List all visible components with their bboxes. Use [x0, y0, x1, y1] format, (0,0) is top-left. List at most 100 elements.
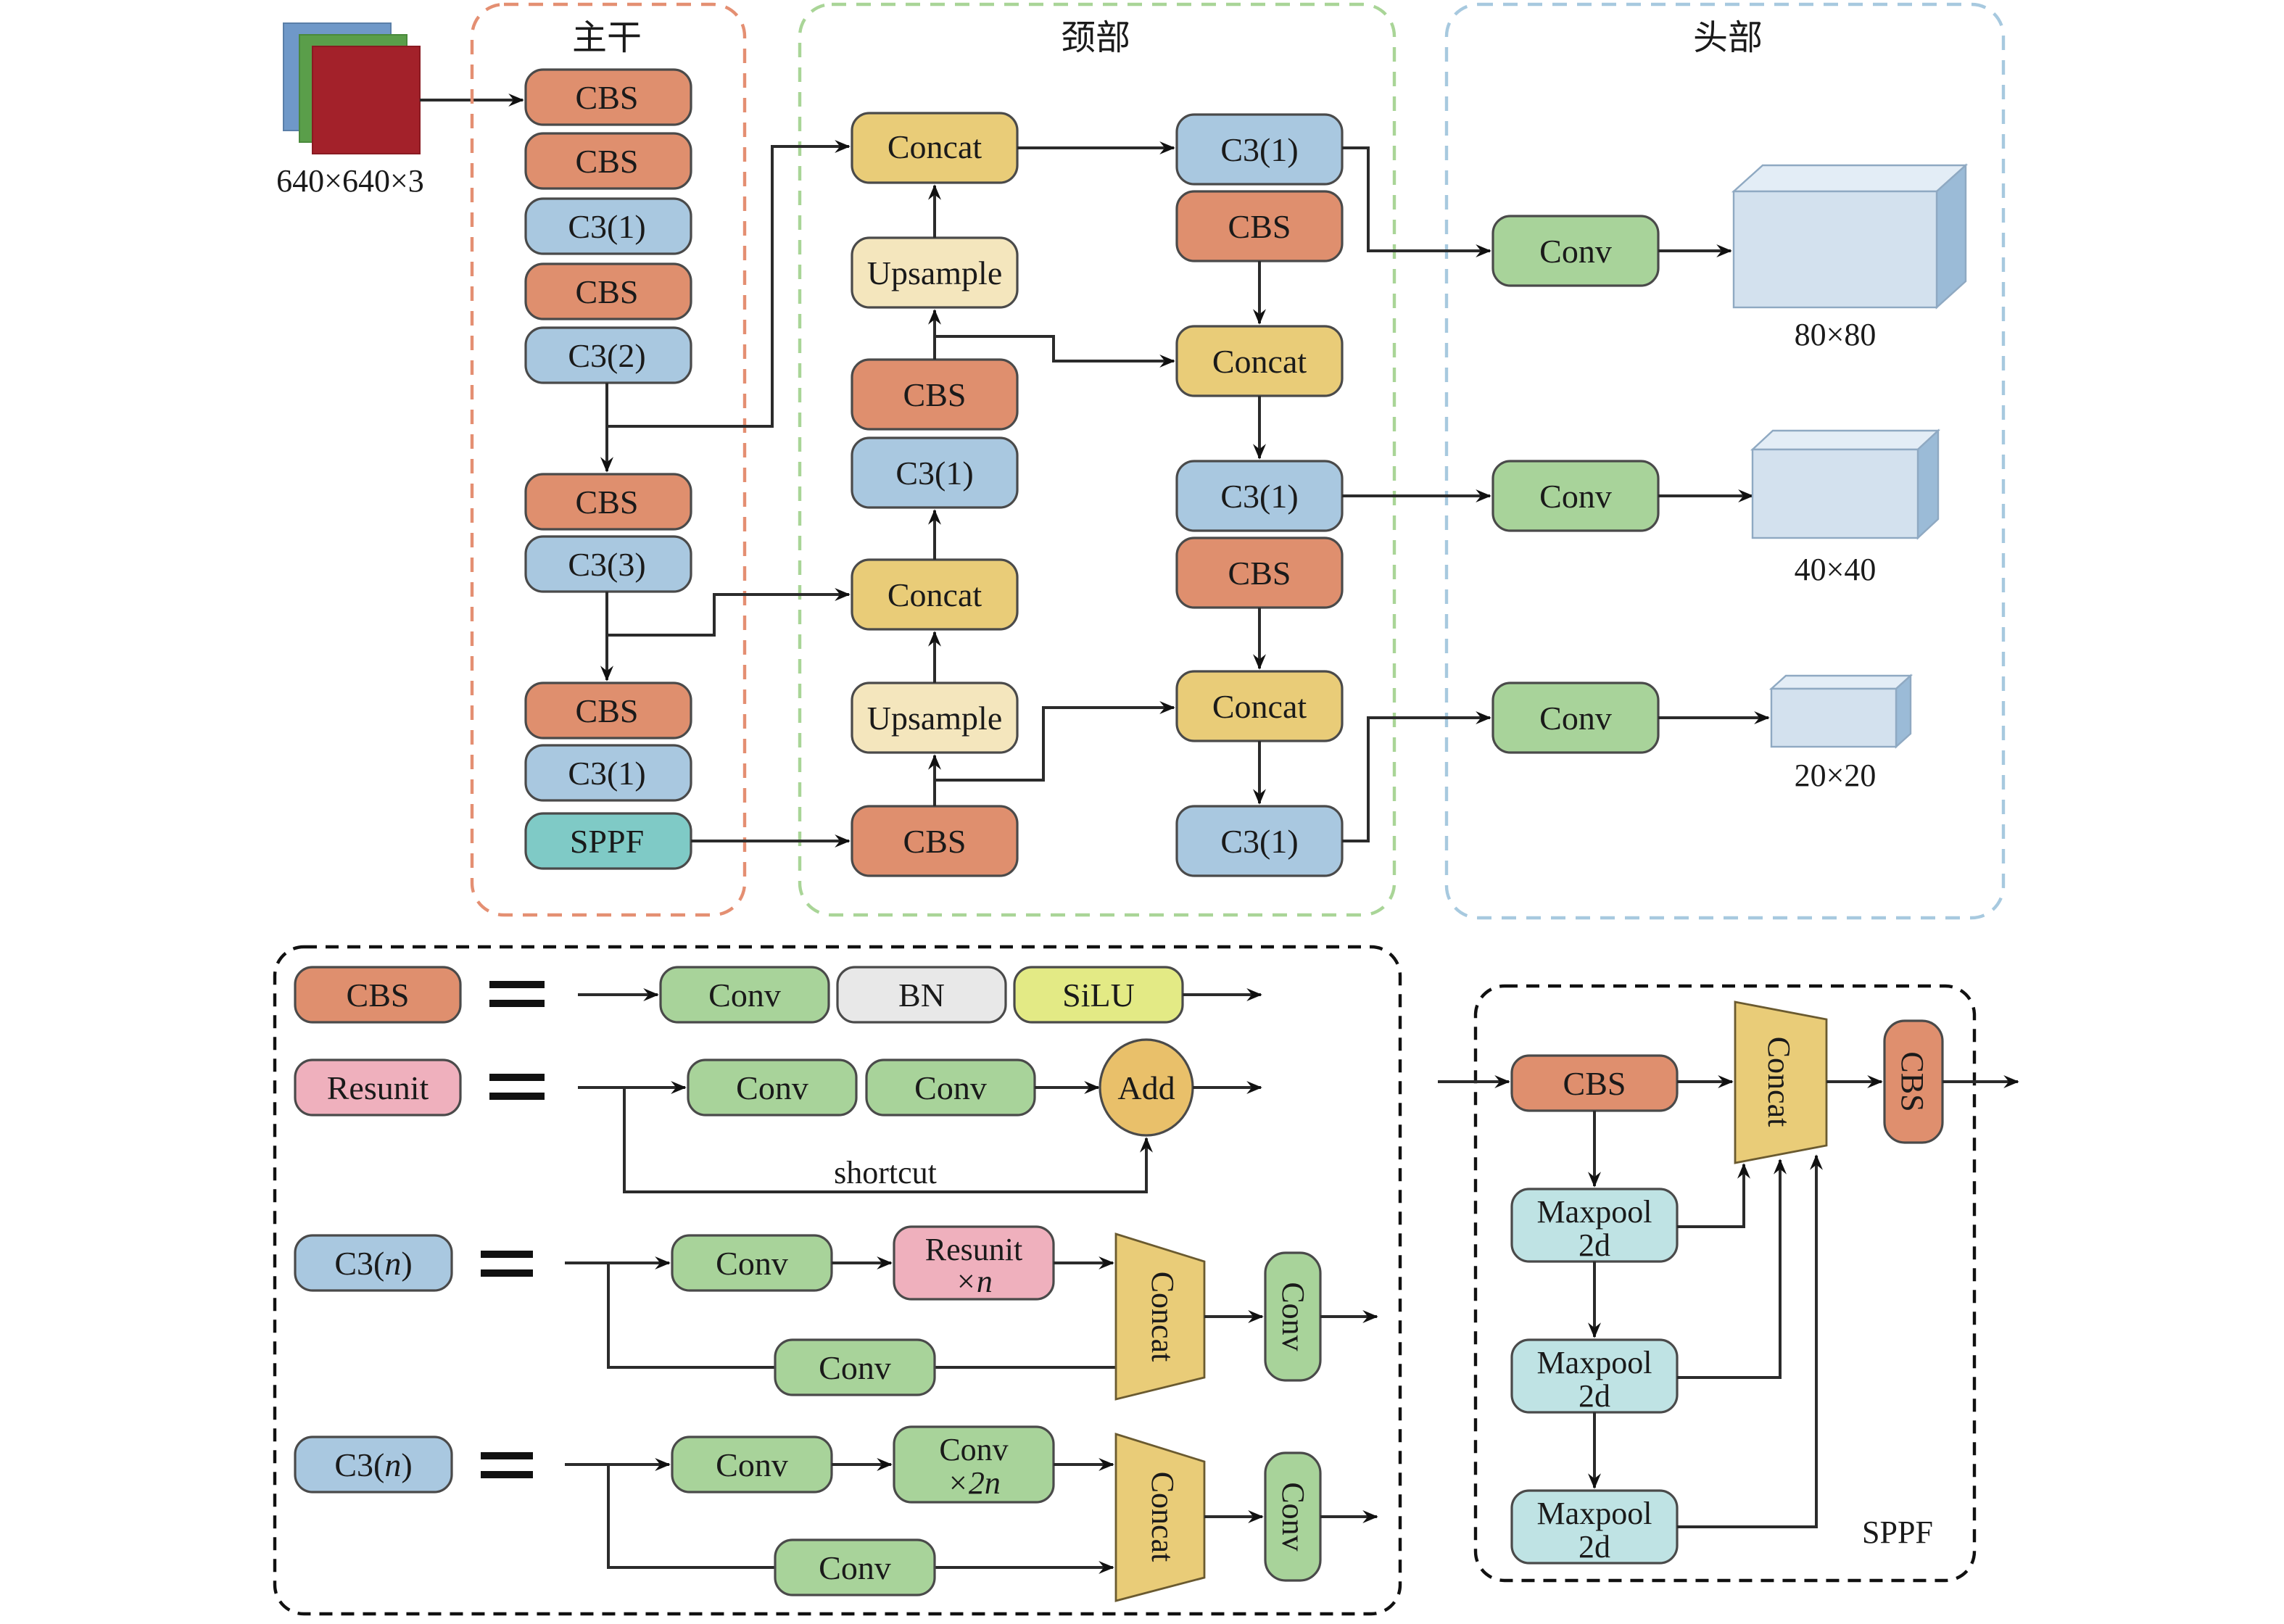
skip-c3-3-to-concat-mid: [607, 588, 851, 637]
svg-text:C3(1): C3(1): [568, 208, 645, 245]
svg-text:Concat: Concat: [1212, 343, 1307, 380]
svg-text:Resunit: Resunit: [327, 1069, 429, 1106]
output-tensor-80-icon: [1731, 163, 1969, 310]
svg-text:CBS: CBS: [576, 692, 639, 729]
head-conv-1: Conv: [1491, 215, 1660, 287]
head-frame: [1444, 2, 2006, 920]
neck-cbs-1: CBS: [851, 358, 1019, 431]
backbone-block-cbs-3: CBS: [524, 262, 692, 320]
svg-text:2d: 2d: [1578, 1529, 1610, 1565]
sppf-frame: [1473, 984, 1977, 1583]
output-tensor-40-icon: [1750, 428, 1941, 540]
sppf-concat-trapezoid: Concat: [1734, 1000, 1828, 1164]
svg-text:Concat: Concat: [1761, 1037, 1797, 1127]
svg-text:Maxpool: Maxpool: [1537, 1345, 1652, 1380]
shortcut-path: [623, 1088, 1153, 1193]
legend-resunit-conv-2: Conv: [865, 1058, 1036, 1116]
shortcut-label: shortcut: [834, 1155, 937, 1190]
backbone-block-c3-3: C3(3): [524, 535, 692, 593]
legend-cbs-bn: BN: [836, 966, 1007, 1024]
svg-text:CBS: CBS: [576, 79, 639, 116]
legend-cbs-conv: Conv: [659, 966, 830, 1024]
svg-text:Concat: Concat: [1145, 1272, 1180, 1362]
svg-text:C3(1): C3(1): [1220, 823, 1298, 860]
svg-text:2d: 2d: [1578, 1378, 1610, 1414]
neck-concat-1: Concat: [851, 112, 1019, 184]
svg-text:CBS: CBS: [1895, 1051, 1930, 1111]
neck-right-c3-3: C3(1): [1175, 805, 1344, 877]
legend-cbs-block: CBS: [294, 966, 462, 1024]
backbone-column: CBS CBS C3(1) CBS C3(2) CBS C3(3) CBS C3…: [524, 68, 692, 870]
svg-text:SiLU: SiLU: [1062, 977, 1135, 1014]
legend-cbs-row: CBS Conv BN SiLU: [294, 966, 1262, 1024]
legend-c3-resunit-xn: Resunit×n: [893, 1225, 1055, 1301]
sppf-cbs-out: CBS: [1883, 1019, 1944, 1144]
svg-text:Conv: Conv: [1539, 478, 1612, 515]
svg-text:Upsample: Upsample: [867, 254, 1003, 291]
svg-text:C3(1): C3(1): [1220, 478, 1298, 515]
svg-text:CBS: CBS: [576, 273, 639, 310]
svg-text:C3(1): C3(1): [1220, 131, 1298, 168]
backbone-block-cbs-1: CBS: [524, 68, 692, 126]
legend-c3b-conv-bottom: Conv: [774, 1538, 936, 1596]
neck-concat-2: Concat: [851, 558, 1019, 631]
head-conv-3: Conv: [1491, 682, 1660, 754]
neck-right-concat-1: Concat: [1175, 325, 1344, 397]
svg-text:CBS: CBS: [903, 376, 967, 413]
legend-resunit-conv-1: Conv: [687, 1058, 858, 1116]
output-size-20: 20×20: [1795, 758, 1877, 793]
svg-text:Concat: Concat: [1212, 688, 1307, 725]
svg-text:CBS: CBS: [347, 977, 410, 1014]
svg-text:×n: ×n: [955, 1264, 993, 1299]
legend-c3n-block: C3(n): [294, 1234, 453, 1292]
neck-cbs-2: CBS: [851, 805, 1019, 877]
legend-c3b-concat-trapezoid: Concat: [1114, 1433, 1206, 1602]
sppf-cbs-in: CBS: [1510, 1054, 1679, 1112]
backbone-block-c3-2: C3(2): [524, 326, 692, 384]
svg-text:Conv: Conv: [716, 1446, 788, 1483]
neck-upsample-1: Upsample: [851, 236, 1019, 309]
output-tensor-20-icon: [1768, 674, 1913, 749]
legend-c3-conv-row: C3(n) Conv Conv×2n Conv Concat Conv: [294, 1425, 1378, 1602]
backbone-block-cbs-5: CBS: [524, 682, 692, 740]
neck-left-column: Concat Upsample CBS C3(1) Concat Upsampl…: [851, 112, 1019, 877]
svg-text:Conv: Conv: [939, 1432, 1008, 1467]
svg-text:C3(2): C3(2): [568, 337, 645, 374]
legend-frame: [273, 945, 1402, 1616]
skip-c3-2-to-concat-top: [607, 140, 851, 428]
backbone-block-c3-1: C3(1): [524, 197, 692, 255]
head-title: 头部: [1693, 19, 1763, 57]
skip-cbs1-to-concat-right-1: [935, 335, 1175, 368]
svg-text:CBS: CBS: [1563, 1065, 1626, 1102]
svg-text:CBS: CBS: [1228, 555, 1291, 592]
svg-text:CBS: CBS: [903, 823, 967, 860]
legend-resunit-row: Resunit Conv Conv Add shortcut: [294, 1038, 1262, 1193]
svg-text:Conv: Conv: [1275, 1282, 1311, 1351]
neck-right-c3-2: C3(1): [1175, 460, 1344, 532]
svg-text:C3(n): C3(n): [334, 1245, 412, 1282]
neck-title: 颈部: [1061, 19, 1130, 57]
svg-text:Conv: Conv: [1275, 1482, 1311, 1551]
svg-text:Conv: Conv: [716, 1245, 788, 1282]
svg-text:C3(3): C3(3): [568, 546, 645, 583]
legend-c3-concat-trapezoid: Concat: [1114, 1232, 1206, 1401]
legend-c3n-block-2: C3(n): [294, 1436, 453, 1494]
neck-right-cbs-2: CBS: [1175, 536, 1344, 609]
legend-c3b-conv-x2n: Conv×2n: [893, 1425, 1055, 1504]
svg-text:Conv: Conv: [708, 977, 781, 1014]
legend-c3-conv: Conv: [671, 1234, 833, 1292]
neck-right-cbs-1: CBS: [1175, 190, 1344, 262]
svg-text:BN: BN: [898, 977, 945, 1014]
neck-c3-1: C3(1): [851, 436, 1019, 509]
svg-text:SPPF: SPPF: [570, 823, 644, 860]
svg-text:C3(1): C3(1): [568, 755, 645, 792]
backbone-frame: [470, 2, 747, 917]
svg-text:2d: 2d: [1578, 1227, 1610, 1263]
backbone-block-sppf: SPPF: [524, 812, 692, 870]
backbone-block-c3-4: C3(1): [524, 744, 692, 802]
legend-c3b-conv-out: Conv: [1264, 1451, 1322, 1582]
svg-text:Concat: Concat: [887, 576, 982, 613]
